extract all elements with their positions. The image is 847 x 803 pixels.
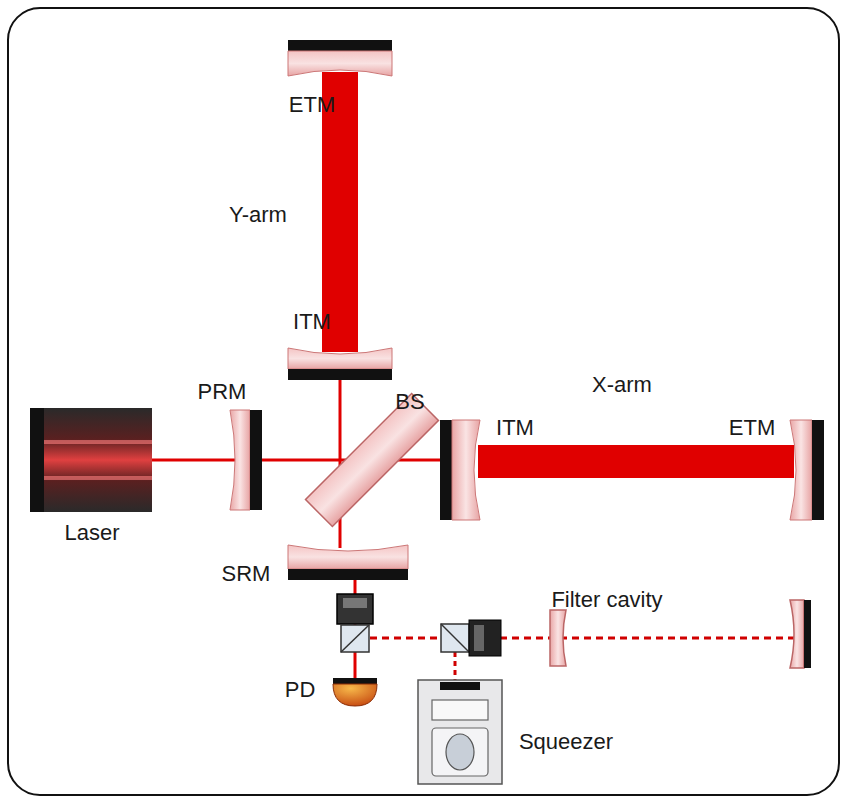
injection-optics bbox=[441, 620, 501, 656]
laser-source bbox=[30, 408, 152, 512]
mirror bbox=[230, 410, 262, 510]
component-label: SRM bbox=[222, 562, 271, 586]
component-label: ITM bbox=[293, 310, 331, 334]
mirror bbox=[288, 545, 408, 580]
frame bbox=[8, 8, 839, 795]
mirror bbox=[288, 40, 392, 76]
component-label: ITM bbox=[496, 416, 534, 440]
photodetector bbox=[333, 678, 377, 706]
component-label: ETM bbox=[729, 416, 775, 440]
mirror bbox=[288, 348, 392, 380]
component-label: ETM bbox=[289, 93, 335, 117]
laser-beams bbox=[152, 72, 808, 682]
component-label: Laser bbox=[64, 521, 119, 545]
component-label: BS bbox=[395, 390, 424, 414]
mirror bbox=[550, 610, 566, 666]
component-label: X-arm bbox=[592, 373, 652, 397]
component-label: PRM bbox=[198, 380, 247, 404]
mirror bbox=[790, 420, 824, 520]
component-label: PD bbox=[285, 678, 316, 702]
mirror bbox=[440, 420, 480, 520]
mirror bbox=[790, 600, 811, 668]
component-label: Squeezer bbox=[519, 730, 613, 754]
squeezer-device bbox=[418, 680, 502, 784]
component-label: Filter cavity bbox=[551, 588, 662, 612]
component-label: Y-arm bbox=[229, 203, 287, 227]
faraday-isolator bbox=[337, 594, 373, 652]
